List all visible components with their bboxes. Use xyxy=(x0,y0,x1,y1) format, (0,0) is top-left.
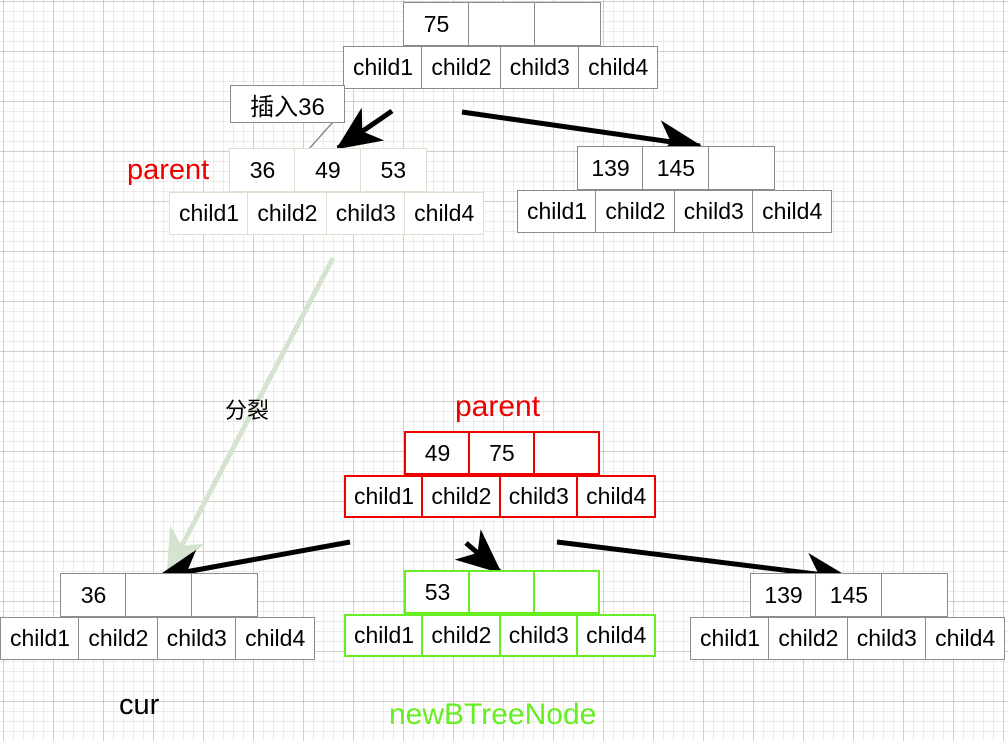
child-cell: child4 xyxy=(235,617,316,660)
node-parent-new-keys: 49 75 xyxy=(404,431,600,475)
child-cell: child4 xyxy=(576,614,657,657)
node-left-old-keys: 36 49 53 xyxy=(229,148,427,192)
key-cell xyxy=(533,2,601,46)
key-cell: 139 xyxy=(750,573,817,617)
callout-tail xyxy=(300,121,335,151)
child-cell: child2 xyxy=(768,617,849,660)
child-cell: child2 xyxy=(595,190,676,233)
child-cell: child3 xyxy=(499,46,580,89)
child-cell: child1 xyxy=(344,614,424,657)
child-cell: child3 xyxy=(846,617,927,660)
arrow-parent-to-cur xyxy=(155,539,351,590)
key-cell: 145 xyxy=(642,146,710,190)
child-cell: child4 xyxy=(925,617,1006,660)
child-cell: child1 xyxy=(517,190,597,233)
child-cell: child4 xyxy=(578,46,659,89)
child-cell: child4 xyxy=(404,192,485,235)
node-right-new-children: child1 child2 child3 child4 xyxy=(690,617,1006,660)
label-new-btree-node: newBTreeNode xyxy=(389,698,597,731)
key-cell: 49 xyxy=(294,148,362,192)
child-cell: child3 xyxy=(325,192,406,235)
child-cell: child3 xyxy=(498,614,579,657)
node-right-new-keys: 139 145 xyxy=(750,573,948,617)
arrow-parent-to-newnode xyxy=(454,529,502,574)
label-parent-mid: parent xyxy=(455,390,541,423)
label-cur: cur xyxy=(119,689,160,721)
key-cell: 75 xyxy=(403,2,470,46)
key-cell xyxy=(125,573,193,617)
key-cell: 53 xyxy=(359,148,427,192)
key-cell xyxy=(532,570,600,614)
key-cell xyxy=(468,570,536,614)
key-cell xyxy=(707,146,775,190)
node-right-old-keys: 139 145 xyxy=(577,146,775,190)
child-cell: child3 xyxy=(498,475,579,518)
child-cell: child1 xyxy=(690,617,770,660)
node-left-old-children: child1 child2 child3 child4 xyxy=(169,192,485,235)
child-cell: child4 xyxy=(752,190,833,233)
child-cell: child1 xyxy=(344,475,424,518)
key-cell: 49 xyxy=(404,431,471,475)
child-cell: child2 xyxy=(421,46,502,89)
child-cell: child4 xyxy=(576,475,657,518)
child-cell: child1 xyxy=(169,192,249,235)
node-cur-children: child1 child2 child3 child4 xyxy=(0,617,316,660)
insert-callout: 插入36 xyxy=(230,85,345,123)
key-cell: 53 xyxy=(404,570,471,614)
node-new-btree-children: child1 child2 child3 child4 xyxy=(344,614,657,657)
key-cell: 75 xyxy=(468,431,536,475)
child-cell: child1 xyxy=(0,617,80,660)
label-split: 分裂 xyxy=(225,398,270,423)
key-cell: 139 xyxy=(577,146,644,190)
key-cell: 36 xyxy=(60,573,127,617)
child-cell: child2 xyxy=(421,475,502,518)
node-new-btree-keys: 53 xyxy=(404,570,600,614)
child-cell: child3 xyxy=(673,190,754,233)
label-parent-top: parent xyxy=(127,154,210,186)
child-cell: child3 xyxy=(156,617,237,660)
node-root-keys: 75 xyxy=(403,2,601,46)
node-parent-new-children: child1 child2 child3 child4 xyxy=(344,475,657,518)
child-cell: child2 xyxy=(247,192,328,235)
key-cell xyxy=(190,573,258,617)
arrow-root-to-left xyxy=(335,107,394,151)
key-cell: 36 xyxy=(229,148,296,192)
child-cell: child2 xyxy=(78,617,159,660)
node-right-old-children: child1 child2 child3 child4 xyxy=(517,190,833,233)
key-cell xyxy=(532,431,600,475)
arrow-root-to-right xyxy=(461,109,703,160)
node-cur-keys: 36 xyxy=(60,573,258,617)
child-cell: child2 xyxy=(421,614,502,657)
node-root-children: child1 child2 child3 child4 xyxy=(343,46,659,89)
key-cell: 145 xyxy=(815,573,883,617)
key-cell xyxy=(468,2,536,46)
child-cell: child1 xyxy=(343,46,423,89)
key-cell xyxy=(880,573,948,617)
